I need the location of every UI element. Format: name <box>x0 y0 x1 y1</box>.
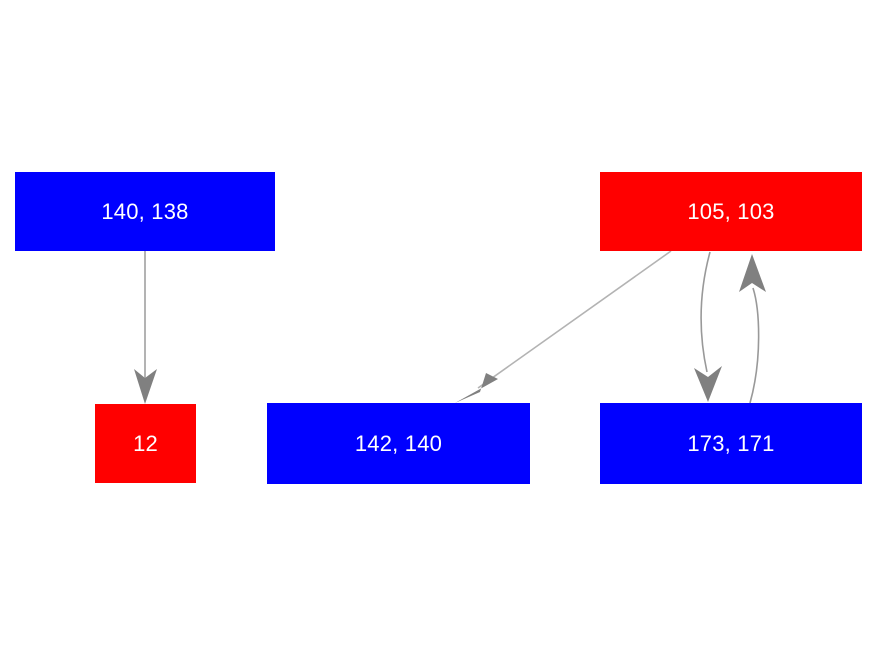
arrowhead-up-right <box>739 254 766 292</box>
node-142-140[interactable]: 142, 140 <box>267 403 530 484</box>
edge-173-171-to-105-103 <box>739 254 766 404</box>
node-label: 140, 138 <box>101 198 189 224</box>
arrowhead-down-left <box>134 369 157 404</box>
edge-105-103-to-142-140 <box>455 250 672 403</box>
node-140-138[interactable]: 140, 138 <box>15 172 275 251</box>
node-12[interactable]: 12 <box>95 404 196 483</box>
arrowhead-diagonal <box>455 373 498 403</box>
node-label: 105, 103 <box>687 198 775 224</box>
node-label: 142, 140 <box>354 430 443 456</box>
node-label: 12 <box>133 430 158 456</box>
node-label: 173, 171 <box>687 430 775 456</box>
node-173-171[interactable]: 173, 171 <box>600 403 862 484</box>
arrowhead-down-right <box>694 366 722 402</box>
node-105-103[interactable]: 105, 103 <box>600 172 862 251</box>
edge-140-138-to-12 <box>134 251 157 404</box>
edge-105-103-to-173-171 <box>694 251 722 402</box>
